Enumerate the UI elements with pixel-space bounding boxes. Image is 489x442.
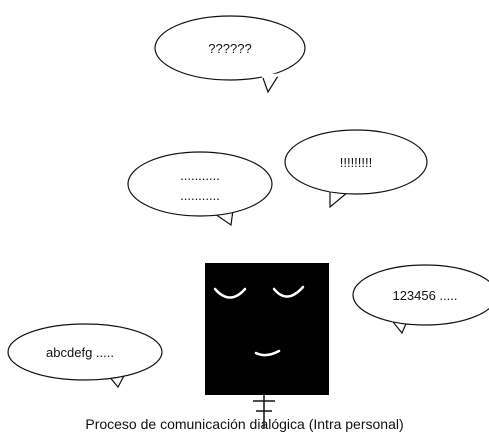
character <box>205 263 329 428</box>
speech-bubble-tail <box>329 191 349 209</box>
speech-bubble-text: 123456 ..... <box>392 288 457 303</box>
speech-bubble-text: ?????? <box>208 41 251 56</box>
right-eye <box>272 285 305 298</box>
speech-bubble-outline <box>7 323 163 381</box>
speech-bubble-text: !!!!!!!!! <box>340 155 373 170</box>
speech-bubble-top: ?????? <box>154 15 306 94</box>
speech-bubble-left: abcdefg ..... <box>7 323 163 389</box>
speech-bubble-outline <box>284 129 428 195</box>
speech-bubble-outline <box>127 151 273 217</box>
speech-bubble-text-line1: ........... <box>180 168 220 183</box>
speech-bubble-right: 123456 ..... <box>352 264 489 335</box>
speech-bubble-text-line2: ........... <box>180 188 220 203</box>
speech-bubble-tail <box>262 75 279 94</box>
speech-bubble-text: abcdefg ..... <box>46 345 114 360</box>
mouth <box>254 349 281 357</box>
speech-bubble-outline <box>352 264 489 326</box>
diagram-caption: Proceso de comunicación dialógica (Intra… <box>85 416 404 432</box>
left-eye <box>213 287 247 299</box>
character-head <box>205 263 329 395</box>
speech-bubble-middle-left: ........... ........... <box>127 151 273 227</box>
speech-bubble-outline <box>154 15 306 81</box>
speech-bubble-middle-right: !!!!!!!!! <box>284 129 428 209</box>
